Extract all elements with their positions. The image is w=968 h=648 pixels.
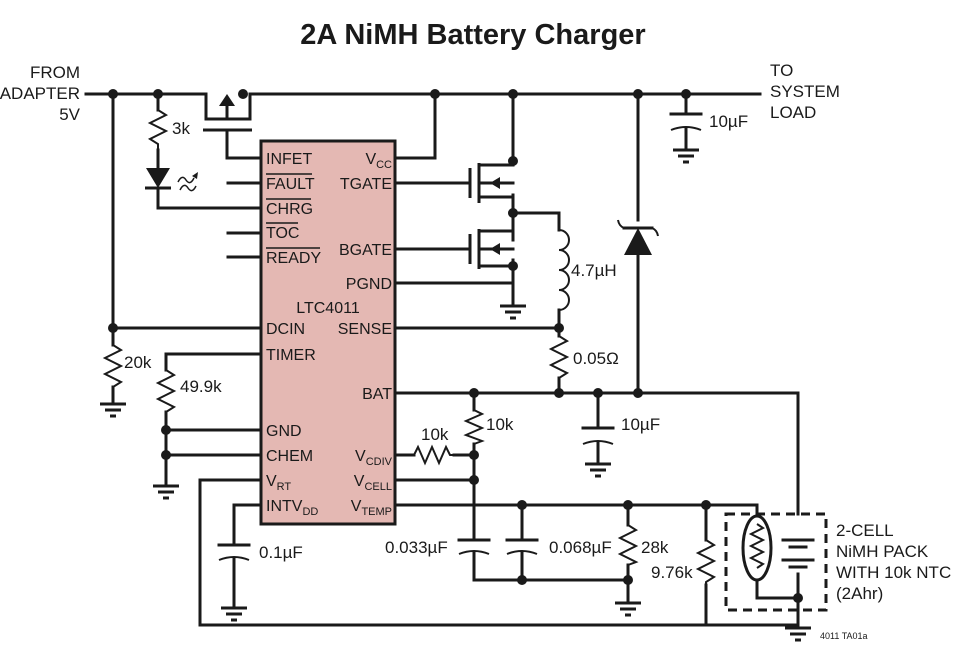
svg-text:WITH 10k NTC: WITH 10k NTC: [836, 563, 951, 582]
pin-bat: BAT: [362, 386, 392, 403]
figure-id: 4011 TA01a: [820, 631, 868, 641]
pin-sense: SENSE: [338, 321, 392, 338]
pin-vrt: VRT: [266, 473, 291, 493]
to-system-load-label: TO SYSTEM LOAD: [770, 61, 840, 122]
pin-fault: FAULT: [266, 176, 315, 193]
svg-text:FROM: FROM: [30, 63, 80, 82]
pin-timer: TIMER: [266, 347, 316, 364]
from-adapter-label: FROM ADAPTER 5V: [0, 63, 81, 124]
pin-vcdiv: VCDIV: [355, 448, 393, 468]
pin-vcell: VCELL: [354, 473, 392, 493]
pin-pgnd: PGND: [346, 276, 392, 293]
pin-intvdd: INTVDD: [266, 498, 318, 518]
label-c-bat: 10µF: [621, 415, 660, 434]
label-c-temp: 0.068µF: [549, 538, 612, 557]
label-r-dcin: 20k: [124, 353, 152, 372]
pin-stubs: [226, 181, 263, 259]
label-c-cell: 0.033µF: [385, 538, 448, 557]
pin-bgate: BGATE: [339, 242, 392, 259]
label-r-cdiv-top: 10k: [486, 415, 514, 434]
label-r-temp-2: 9.76k: [651, 563, 693, 582]
schottky-diode-symbol: [617, 219, 659, 255]
pin-chrg: CHRG: [266, 201, 313, 218]
svg-text:ADAPTER: ADAPTER: [0, 84, 80, 103]
ic-part-number: LTC4011: [296, 300, 360, 317]
inductor-symbol: [558, 229, 570, 311]
svg-text:5V: 5V: [59, 105, 80, 124]
label-c-out: 10µF: [709, 112, 748, 131]
svg-text:SYSTEM: SYSTEM: [770, 82, 840, 101]
capacitors: [217, 112, 703, 561]
pin-chem: CHEM: [266, 448, 313, 465]
ltc4011-ic: LTC4011 INFET FAULT CHRG TOC READY DCIN …: [259, 139, 397, 526]
svg-text:NiMH PACK: NiMH PACK: [836, 542, 929, 561]
input-pmosfet-symbol: [203, 92, 252, 132]
pin-infet: INFET: [266, 151, 312, 168]
junction-dots: [108, 89, 803, 603]
top-nmosfet-symbol: [468, 163, 515, 203]
led-symbol: [145, 168, 198, 192]
battery-pack: [724, 512, 828, 612]
label-c-intvdd: 0.1µF: [259, 543, 303, 562]
svg-text:2-CELL: 2-CELL: [836, 521, 894, 540]
label-r-sense: 0.05Ω: [573, 349, 619, 368]
label-inductor: 4.7µH: [571, 261, 617, 280]
label-r-temp-1: 28k: [641, 538, 669, 557]
diagram-title: 2A NiMH Battery Charger: [300, 19, 645, 51]
pin-tgate: TGATE: [340, 176, 392, 193]
pin-vcc: VCC: [365, 151, 392, 171]
svg-text:(2Ahr): (2Ahr): [836, 584, 883, 603]
pin-toc: TOC: [266, 225, 299, 242]
label-r-timer: 49.9k: [180, 377, 222, 396]
battery-pack-label: 2-CELL NiMH PACK WITH 10k NTC (2Ahr): [836, 521, 951, 603]
pin-ready: READY: [266, 250, 321, 267]
pin-vtemp: VTEMP: [351, 498, 392, 518]
label-r-led: 3k: [172, 119, 190, 138]
pin-gnd: GND: [266, 423, 302, 440]
bottom-nmosfet-symbol: [468, 229, 515, 269]
svg-text:TO: TO: [770, 61, 793, 80]
label-r-cdiv-series: 10k: [421, 425, 449, 444]
component-labels: 3k 20k 49.9k 10k 10k 0.05Ω 4.7µH 10µF 10…: [124, 112, 748, 582]
svg-text:LOAD: LOAD: [770, 103, 816, 122]
pin-dcin: DCIN: [266, 321, 305, 338]
resistors: [102, 109, 717, 585]
